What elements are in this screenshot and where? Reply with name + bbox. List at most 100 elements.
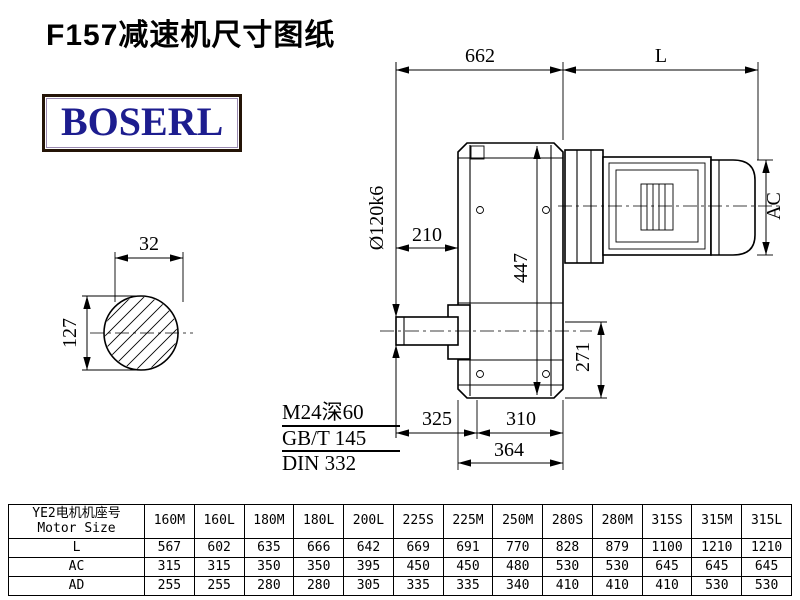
dim-motor-length-label: L	[655, 45, 667, 67]
dim-motor-length: L	[563, 45, 759, 160]
table-header-cell: 250M	[492, 504, 544, 539]
table-header-motor-size: YE2电机机座号 Motor Size	[8, 504, 145, 539]
table-cell: 350	[293, 557, 345, 577]
table-header-motor-size-cn: YE2电机机座号	[32, 505, 121, 521]
dim-shaft-end-dia: 127	[59, 295, 138, 371]
motor-core-hatch	[640, 183, 674, 231]
centerlines	[380, 205, 782, 332]
table-cell: 450	[392, 557, 444, 577]
dim-overall-width-label: 662	[465, 45, 495, 67]
table-header-cell: 280S	[542, 504, 593, 539]
dim-shaft-length-label: 210	[412, 224, 442, 246]
note-tap-hole: M24深60	[282, 401, 400, 427]
table-cell: 691	[442, 538, 494, 558]
table-cell: 666	[293, 538, 345, 558]
table-cell: 255	[144, 576, 195, 596]
table-cell: 280	[243, 576, 295, 596]
dim-output-shaft-dia: Ø120k6	[366, 62, 400, 438]
table-cell: 567	[144, 538, 195, 558]
dim-body-height: 447	[510, 146, 541, 395]
table-cell: 1210	[691, 538, 743, 558]
table-cell: 410	[542, 576, 593, 596]
note-standard-din: DIN 332	[282, 451, 357, 476]
table-header-cell: 180L	[293, 504, 345, 539]
table-header-cell: 315L	[741, 504, 792, 539]
boserl-logo: BOSERL	[42, 94, 243, 152]
table-cell: 335	[442, 576, 494, 596]
table-cell: 530	[591, 557, 643, 577]
table-cell: 828	[542, 538, 593, 558]
motor-size-table: YE2电机机座号 Motor Size 160M 160L 180M 180L …	[8, 504, 792, 596]
dim-key-width-label: 32	[139, 233, 159, 255]
note-standard-gbt: GB/T 145	[282, 426, 400, 453]
dim-feet: 325 310	[396, 400, 564, 470]
table-cell: 1210	[741, 538, 792, 558]
table-cell: 315	[193, 557, 245, 577]
shaft-notes: M24深60 GB/T 145 DIN 332	[282, 401, 400, 476]
fan-cover	[710, 159, 756, 256]
dim-foot-front-label: 325	[422, 408, 452, 430]
gearbox-body	[447, 142, 564, 399]
page-title: F157减速机尺寸图纸	[46, 19, 336, 52]
dim-motor-dia-label: AC	[763, 192, 785, 220]
row-label: L	[8, 538, 145, 558]
table-header-cell: 225S	[392, 504, 444, 539]
table-cell: 530	[741, 576, 792, 596]
table-cell: 645	[741, 557, 792, 577]
table-cell: 669	[392, 538, 444, 558]
table-cell: 255	[193, 576, 245, 596]
table-cell: 410	[591, 576, 643, 596]
dim-output-shaft-dia-label: Ø120k6	[366, 186, 388, 250]
table-cell: 480	[492, 557, 544, 577]
table-cell: 410	[641, 576, 693, 596]
table-cell: 645	[641, 557, 693, 577]
table-header-cell: 160L	[193, 504, 245, 539]
dim-center-height: 271	[565, 321, 607, 399]
dim-center-height-label: 271	[572, 342, 594, 372]
table-cell: 879	[591, 538, 643, 558]
table-row-AD: AD 255 255 280 280 305 335 335 340 410 4…	[8, 576, 792, 596]
table-cell: 315	[144, 557, 195, 577]
table-cell: 450	[442, 557, 494, 577]
table-cell: 645	[691, 557, 743, 577]
table-cell: 280	[293, 576, 345, 596]
dim-foot-rear-label: 310	[506, 408, 536, 430]
table-cell: 335	[392, 576, 444, 596]
dim-foot-total-label: 364	[494, 439, 524, 461]
table-cell: 530	[691, 576, 743, 596]
dim-key-width: 32	[114, 233, 184, 302]
table-cell: 642	[343, 538, 394, 558]
table-row-L: L 567 602 635 666 642 669 691 770 828 87…	[8, 538, 792, 558]
table-header-cell: 225M	[442, 504, 494, 539]
dim-motor-dia: AC	[757, 159, 785, 256]
motor	[564, 149, 756, 264]
boserl-logo-text: BOSERL	[46, 98, 239, 148]
table-header-cell: 160M	[144, 504, 195, 539]
table-cell: 350	[243, 557, 295, 577]
row-label: AC	[8, 557, 145, 577]
table-header-cell: 280M	[591, 504, 643, 539]
table-cell: 602	[193, 538, 245, 558]
dim-shaft-length: 210	[396, 224, 458, 252]
dim-shaft-end-dia-label: 127	[59, 318, 81, 348]
shaft-end-view	[90, 295, 193, 371]
table-cell: 635	[243, 538, 295, 558]
table-cell: 1100	[641, 538, 693, 558]
table-header-row: YE2电机机座号 Motor Size 160M 160L 180M 180L …	[8, 504, 792, 539]
motor-flange	[564, 149, 604, 264]
table-cell: 770	[492, 538, 544, 558]
table-cell: 305	[343, 576, 394, 596]
table-header-cell: 315S	[641, 504, 693, 539]
dim-overall-width: 662	[396, 45, 564, 140]
table-cell: 395	[343, 557, 394, 577]
dimension-drawing-canvas: 32 127	[59, 45, 785, 470]
table-header-cell: 200L	[343, 504, 394, 539]
table-row-AC: AC 315 315 350 350 395 450 450 480 530 5…	[8, 557, 792, 577]
table-cell: 530	[542, 557, 593, 577]
dim-foot-total: 364	[457, 400, 563, 470]
table-header-cell: 180M	[243, 504, 295, 539]
table-header-motor-size-en: Motor Size	[37, 520, 116, 536]
table-cell: 340	[492, 576, 544, 596]
row-label: AD	[8, 576, 145, 596]
table-header-cell: 315M	[691, 504, 743, 539]
